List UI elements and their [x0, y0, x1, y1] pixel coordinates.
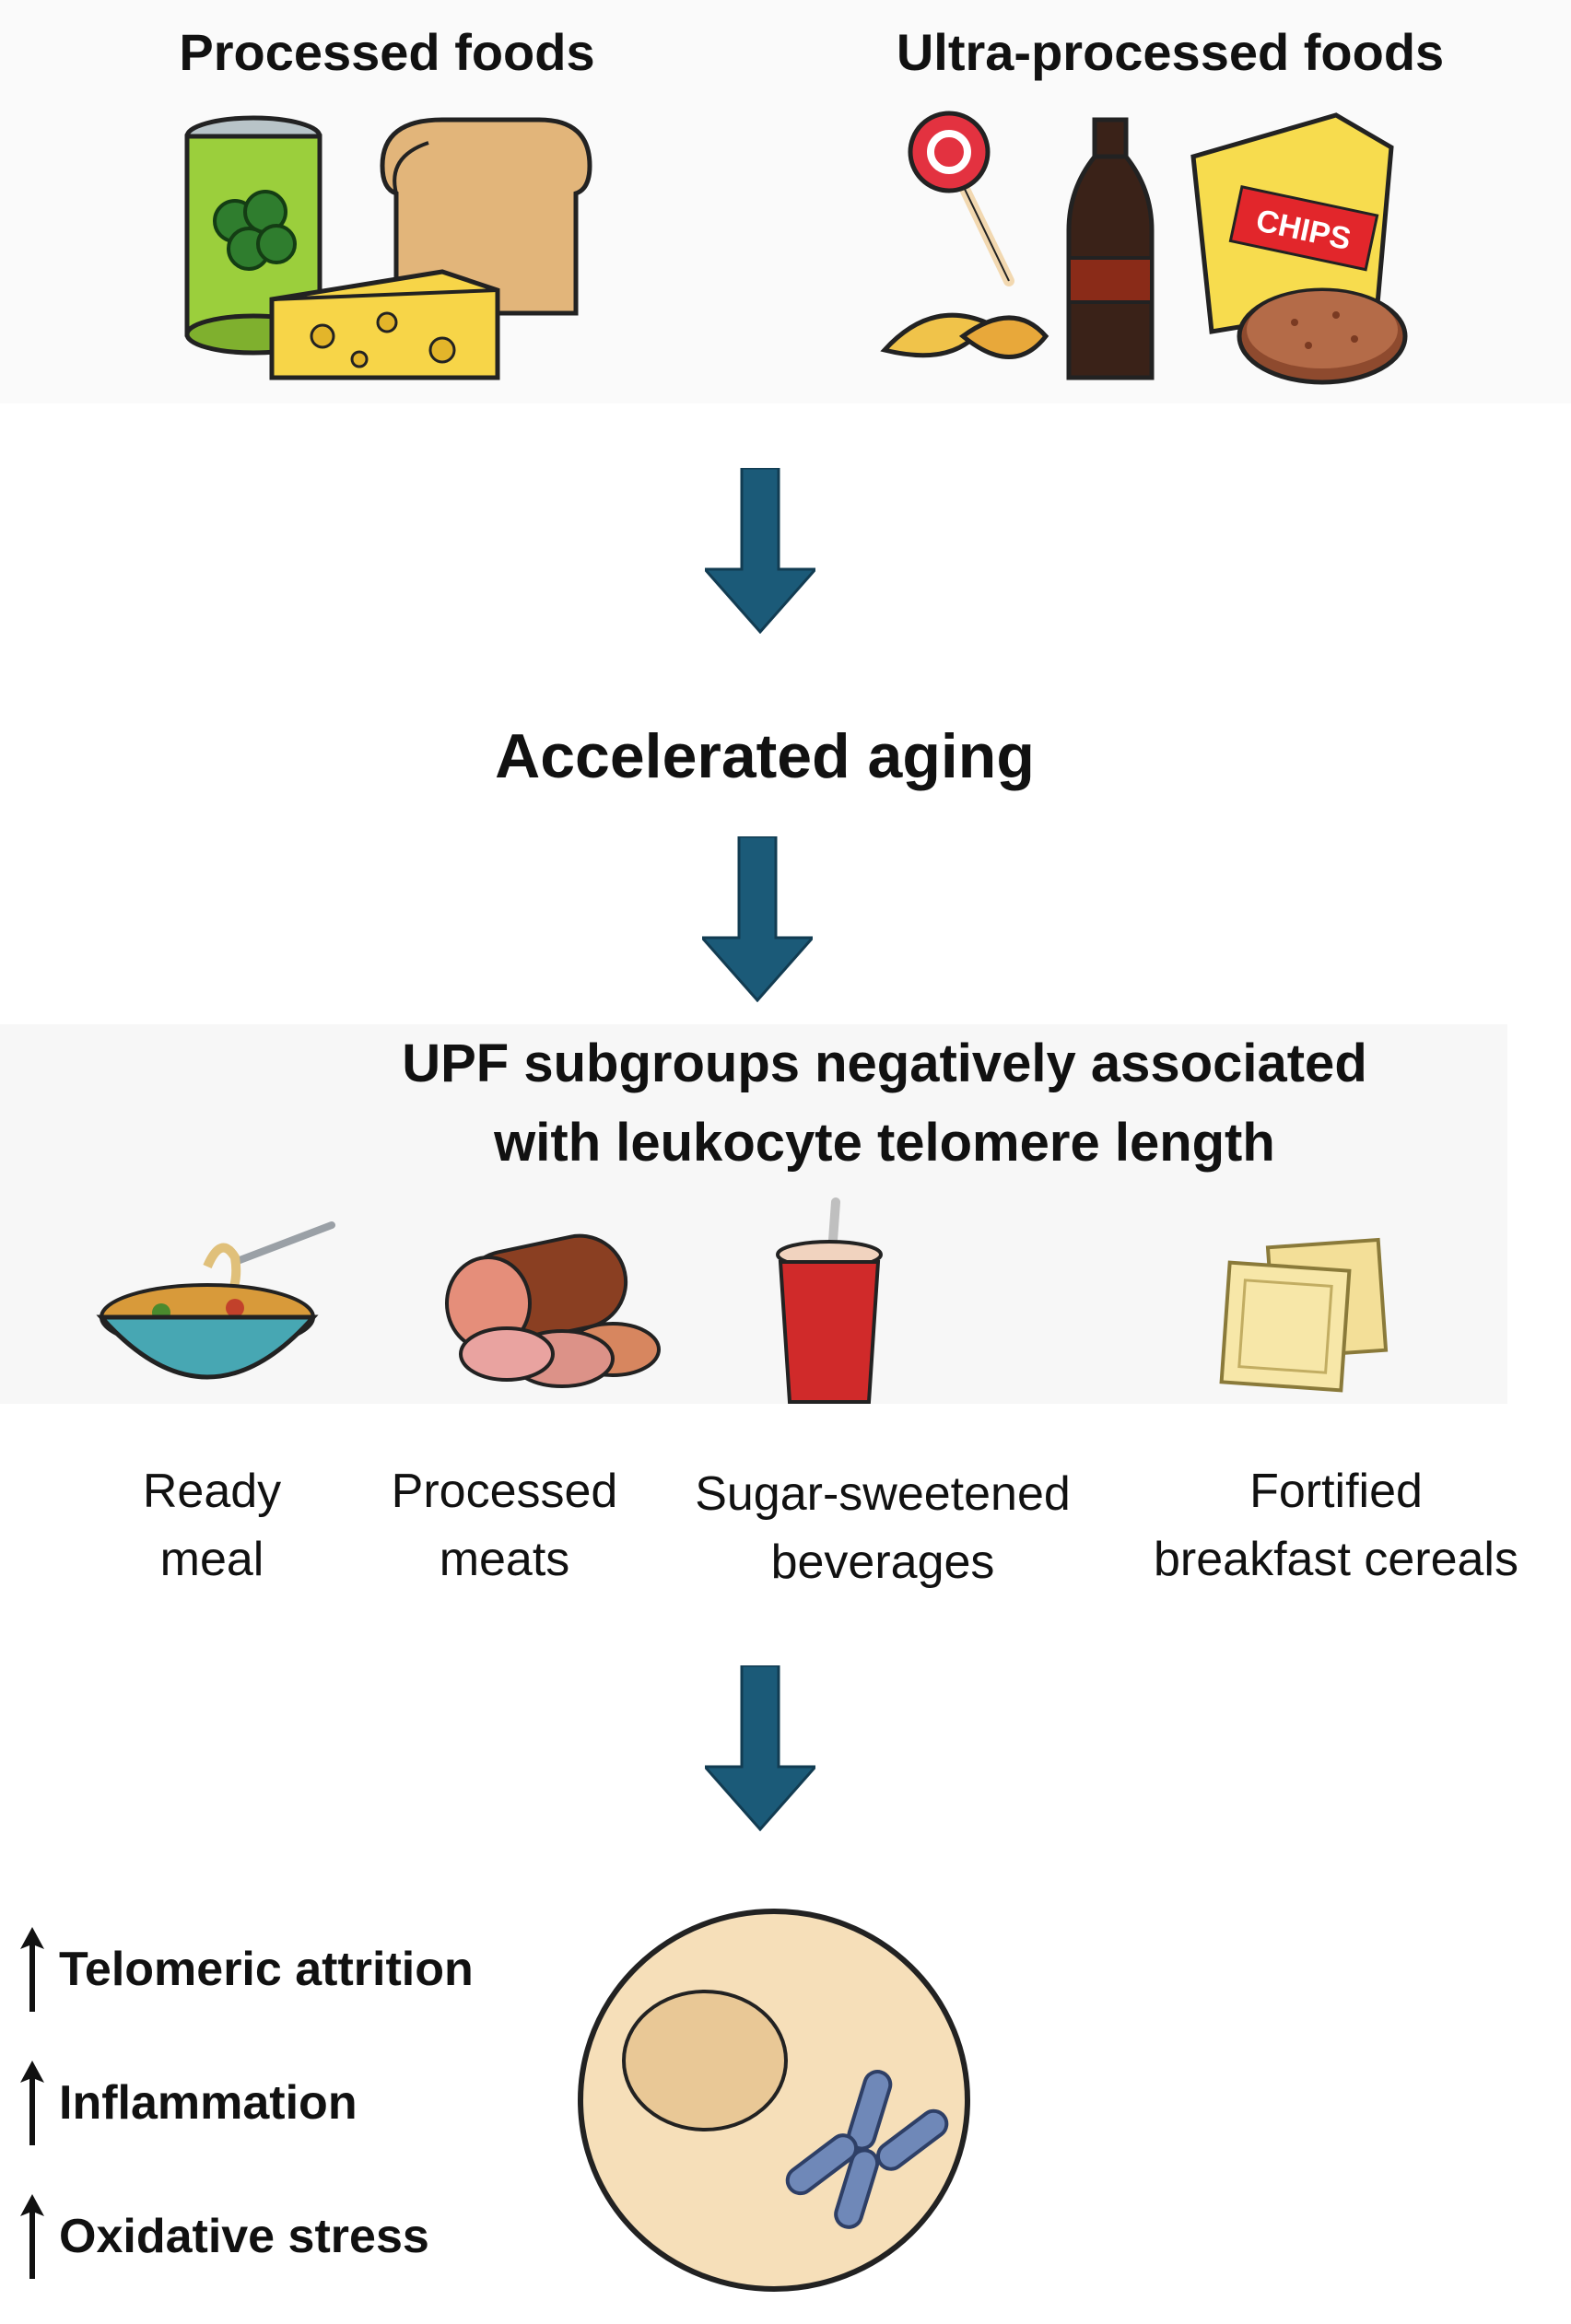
- effect-label: Telomeric attrition: [59, 1943, 474, 1996]
- upf-title-line-2: with leukocyte telomere length: [494, 1113, 1275, 1173]
- ultra-processed-foods-illustration: CHIPS: [880, 111, 1408, 385]
- effect-telomeric-attrition: Telomeric attrition: [18, 1925, 474, 2014]
- chips-bag-icon: CHIPS: [1190, 112, 1394, 334]
- subgroup-label-fortified-breakfast-cereals: Fortified breakfast cereals: [1154, 1465, 1518, 1586]
- arrow-up-icon: [20, 1927, 44, 2012]
- upf-title-line-1: UPF subgroups negatively associated: [402, 1034, 1367, 1093]
- upf-subgroups-title: UPF subgroups negatively associated with…: [276, 1024, 1493, 1183]
- ready-meal-bowl-icon: [96, 1221, 335, 1380]
- flow-arrow-2: [702, 836, 813, 1002]
- processed-foods-illustration: [184, 115, 592, 380]
- effect-label: Oxidative stress: [59, 2210, 429, 2263]
- cereal-squares-icon: [1219, 1237, 1389, 1393]
- soda-bottle-icon: [1066, 117, 1155, 380]
- flow-arrow-1: [705, 468, 815, 634]
- effect-oxidative-stress: Oxidative stress: [18, 2192, 429, 2281]
- potato-chips-icon: [880, 312, 1049, 359]
- leukocyte-cell-icon: [578, 1909, 970, 2292]
- lollipop-icon: [908, 111, 1014, 286]
- processed-foods-header: Processed foods: [179, 23, 595, 81]
- subgroup-label-ready-meal: Ready meal: [142, 1465, 282, 1586]
- processed-meat-icon: [445, 1233, 661, 1388]
- flow-arrow-3: [705, 1665, 815, 1831]
- bread-loaf-icon: [380, 117, 592, 316]
- arrow-up-icon: [20, 2194, 44, 2279]
- arrow-up-icon: [20, 2061, 44, 2145]
- accelerated-aging-label: Accelerated aging: [495, 721, 1035, 791]
- luncheon-meat-icon: [1237, 287, 1408, 385]
- soda-cup-icon: [776, 1197, 883, 1404]
- subgroup-label-processed-meats: Processed meats: [391, 1465, 618, 1586]
- effect-label: Inflammation: [59, 2076, 358, 2130]
- ultra-processed-foods-header: Ultra-processed foods: [896, 23, 1445, 81]
- subgroup-label-sugar-sweetened-beverages: Sugar-sweetened beverages: [695, 1467, 1071, 1589]
- cheese-wedge-icon: [269, 269, 500, 380]
- chromosome-icon: [785, 2070, 949, 2229]
- effect-inflammation: Inflammation: [18, 2059, 358, 2147]
